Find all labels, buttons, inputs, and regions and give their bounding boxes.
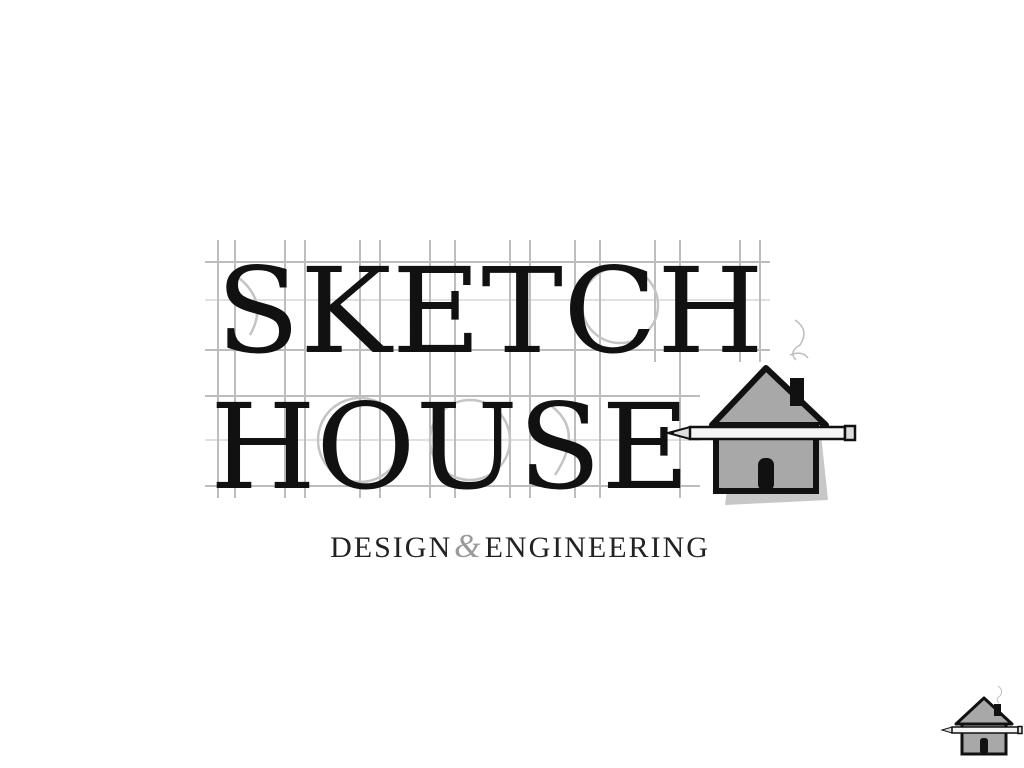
tagline-engineering: ENGINEERING: [484, 531, 710, 564]
sketch-grid: [205, 240, 770, 498]
tagline-ampersand: &: [454, 528, 483, 565]
logo-line-2: HOUSE: [210, 378, 690, 516]
house-with-pencil-icon: [664, 319, 857, 505]
tagline: DESIGN & ENGINEERING: [305, 528, 735, 565]
tagline-design: DESIGN: [330, 531, 453, 564]
logo-line-1: SKETCH: [216, 242, 764, 380]
corner-house-icon: [940, 685, 1023, 756]
